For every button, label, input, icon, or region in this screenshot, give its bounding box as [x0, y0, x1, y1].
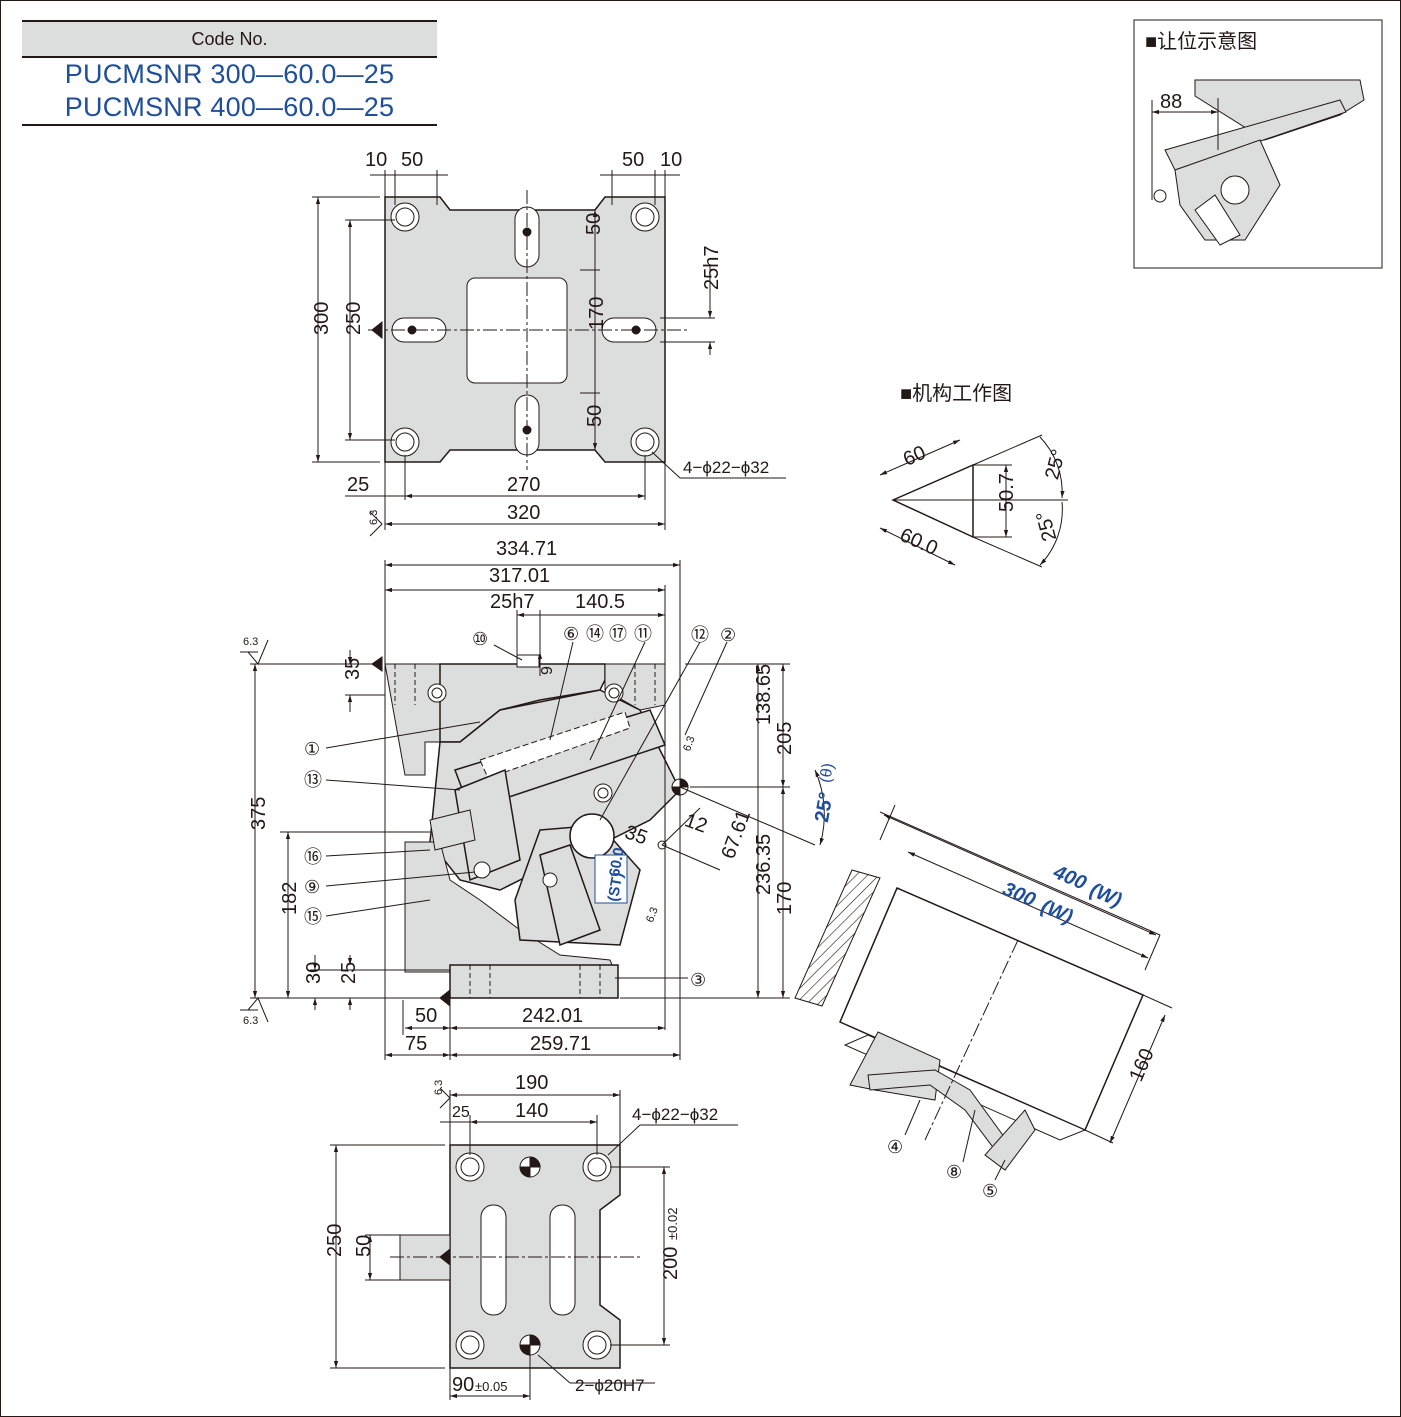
- dim-bottom-200: 200: [660, 1247, 682, 1280]
- inset-retreat-diagram: [1133, 19, 1383, 269]
- dim-front-242: 242.01: [522, 1005, 583, 1027]
- code-row-300: PUCMSNR 300—60.0—25: [64, 59, 395, 89]
- dim-front-170: 170: [774, 882, 796, 915]
- dim-front-st-value: 60.0: [606, 846, 628, 878]
- dim-top-270: 270: [507, 474, 540, 496]
- dim-top-50-right: 50: [622, 149, 644, 171]
- dim-cam-160: 160: [1125, 1045, 1158, 1084]
- dim-bottom-50: 50: [353, 1235, 375, 1257]
- dim-mech-25-bottom: 25°: [1032, 509, 1061, 544]
- cam-rotated-view: [794, 804, 1173, 1181]
- dim-front-50: 50: [415, 1005, 437, 1027]
- front-view-leaders: [325, 641, 728, 979]
- front-view-dimensions: [240, 560, 825, 1060]
- dim-front-25: 25: [338, 962, 360, 984]
- dim-top-50-upper: 50: [583, 213, 605, 235]
- rough-front-bottom: 6.3: [243, 1015, 258, 1027]
- code-number-table: Code No. PUCMSNR 300—60.0—25 PUCMSNR 400…: [22, 20, 437, 126]
- dim-front-25-angle: 25°: [811, 790, 838, 824]
- dim-top-250: 250: [343, 302, 365, 335]
- dim-mech-25-top: 25°: [1041, 447, 1070, 482]
- rough-top: 6.3: [368, 510, 380, 525]
- top-view-dimensions: [312, 170, 786, 537]
- dim-front-67: 67.61: [717, 807, 755, 862]
- rough-front-top: 6.3: [243, 636, 258, 648]
- inset-retreat-title: ■让位示意图: [1145, 30, 1257, 53]
- inset-mechanism-diagram: [879, 434, 1068, 568]
- callout-8: ⑧: [946, 1162, 962, 1182]
- callout-16: ⑯: [304, 847, 322, 867]
- dim-mech-60-0: 60.0: [896, 524, 941, 560]
- dim-bottom-250: 250: [324, 1224, 346, 1257]
- dim-cam-300: 300: [999, 878, 1038, 911]
- rough-bottom: 6.3: [433, 1080, 445, 1095]
- code-row-400: PUCMSNR 400—60.0—25: [22, 91, 437, 126]
- dim-front-334: 334.71: [496, 538, 557, 560]
- dim-top-10-left: 10: [365, 149, 387, 171]
- callout-10: ⑩: [472, 629, 488, 649]
- dim-top-320: 320: [507, 502, 540, 524]
- dim-bottom-25: 25: [452, 1104, 470, 1121]
- dim-front-35: 35: [342, 658, 364, 680]
- dim-top-50-left: 50: [401, 149, 423, 171]
- dim-top-25: 25: [347, 474, 369, 496]
- dim-bottom-200-tol: ±0.02: [665, 1208, 680, 1240]
- callout-1: ①: [304, 739, 320, 759]
- dim-front-375: 375: [248, 797, 270, 830]
- callout-15: ⑮: [304, 907, 322, 927]
- callout-9: ⑨: [304, 877, 320, 897]
- rough-front-slope: 6.3: [681, 735, 698, 753]
- dim-top-25h7: 25h7: [701, 246, 723, 291]
- callout-5: ⑤: [982, 1181, 998, 1201]
- dim-front-75: 75: [405, 1033, 427, 1055]
- dim-front-182: 182: [279, 882, 301, 915]
- dim-front-140: 140.5: [575, 591, 625, 613]
- dim-front-259: 259.71: [530, 1033, 591, 1055]
- front-view-body: [371, 654, 689, 1008]
- callout-14: ⑭: [586, 624, 604, 644]
- dim-top-170: 170: [586, 297, 608, 330]
- callout-3: ③: [690, 970, 706, 990]
- bottom-view-dimensions: [330, 1087, 738, 1400]
- dim-front-25h7: 25h7: [490, 591, 535, 613]
- callout-6: ⑥: [563, 624, 579, 644]
- callout-12: ⑫: [691, 625, 709, 645]
- callout-13: ⑬: [304, 770, 322, 790]
- rough-front-driver: 6.3: [644, 906, 661, 924]
- dim-bottom-90: 90: [452, 1374, 474, 1396]
- dim-88: 88: [1160, 91, 1182, 113]
- dim-top-holes: 4−ϕ22−ϕ32: [683, 458, 769, 477]
- dim-top-10-right: 10: [660, 149, 682, 171]
- bottom-view-plate: [390, 1144, 640, 1369]
- dim-top-50-lower: 50: [584, 405, 606, 427]
- dim-front-317: 317.01: [489, 565, 550, 587]
- callout-4: ④: [887, 1137, 903, 1157]
- dim-mech-60: 60: [900, 442, 929, 471]
- dim-bottom-140: 140: [515, 1100, 548, 1122]
- dim-bottom-90-tol: ±0.05: [475, 1379, 507, 1394]
- dim-front-138: 138.65: [753, 664, 775, 725]
- callout-17: ⑰: [609, 624, 627, 644]
- inset-mechanism-title: ■机构工作图: [900, 382, 1012, 405]
- dim-front-9: 9: [539, 666, 556, 675]
- dim-bottom-190: 190: [515, 1072, 548, 1094]
- dim-front-st-label: (ST): [605, 871, 627, 903]
- dim-top-300: 300: [311, 302, 333, 335]
- dim-front-theta: (θ): [817, 762, 837, 784]
- dim-front-30: 30: [303, 962, 325, 984]
- callout-11: ⑪: [634, 624, 652, 644]
- dim-front-12: 12: [682, 809, 710, 837]
- dim-mech-50-7: 50.7: [996, 473, 1018, 512]
- code-header: Code No.: [22, 20, 437, 58]
- callout-2: ②: [720, 625, 736, 645]
- dim-bottom-holes: 4−ϕ22−ϕ32: [632, 1105, 718, 1124]
- dim-front-236: 236.35: [753, 834, 775, 895]
- dim-bottom-pins: 2−ϕ20H7: [575, 1376, 645, 1395]
- dim-front-205: 205: [774, 722, 796, 755]
- top-view-plate: [368, 190, 690, 470]
